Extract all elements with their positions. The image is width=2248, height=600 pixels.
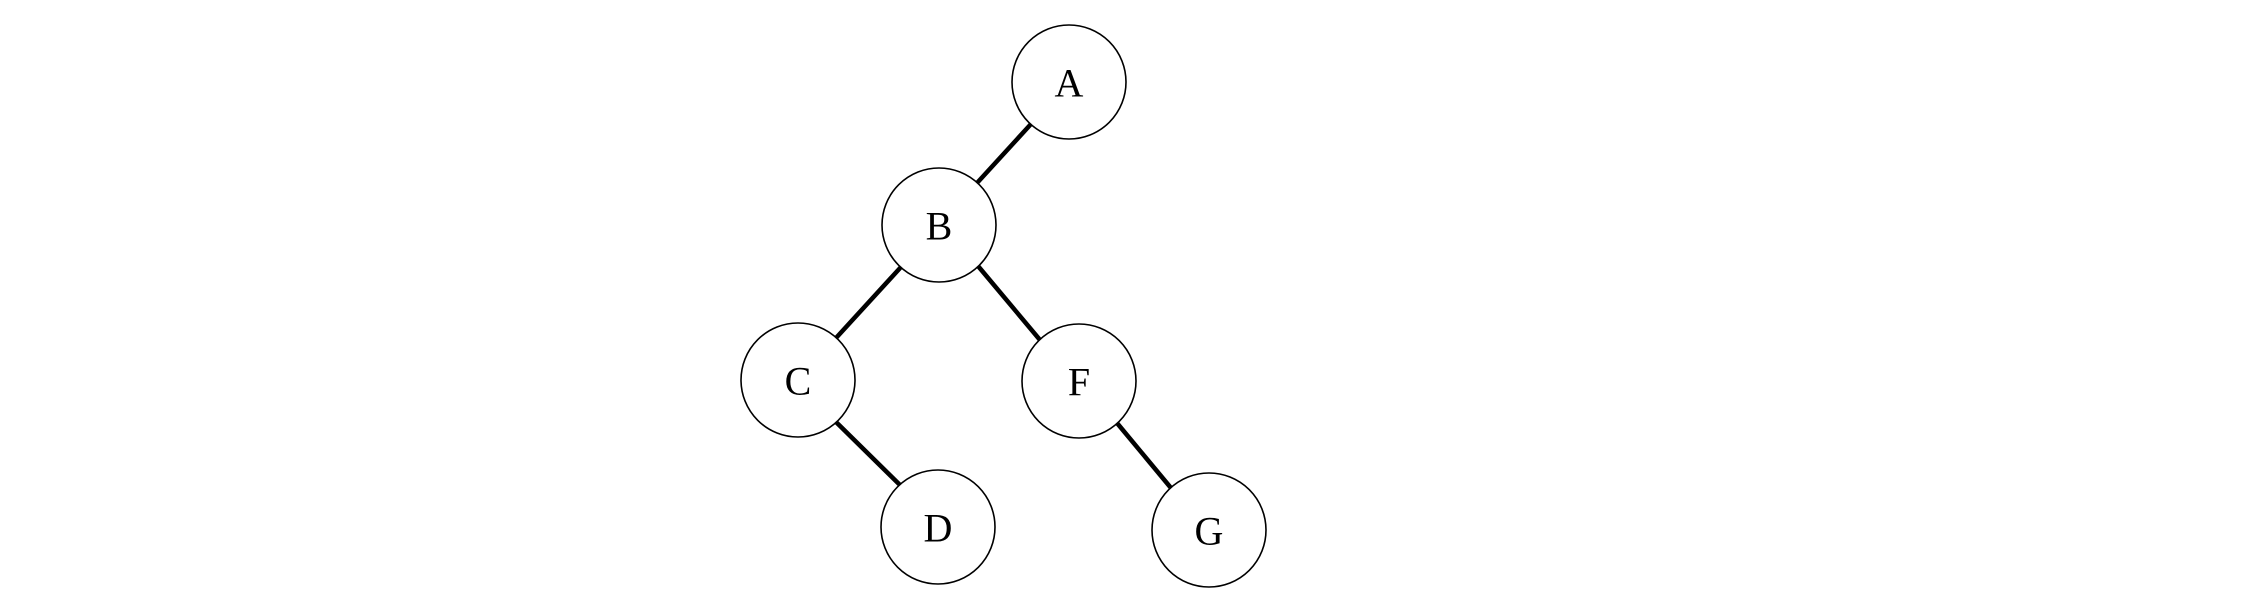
node-circle-b[interactable] <box>881 167 997 283</box>
node-circle-a[interactable] <box>1011 24 1127 140</box>
node-circle-d[interactable] <box>880 469 996 585</box>
graph-node-d[interactable]: D <box>880 469 996 585</box>
edges-layer <box>834 122 1173 490</box>
graph-node-a[interactable]: A <box>1011 24 1127 140</box>
node-circle-f[interactable] <box>1021 323 1137 439</box>
edge-b-f <box>976 264 1042 342</box>
graph-node-f[interactable]: F <box>1021 323 1137 439</box>
edge-a-b <box>975 122 1033 185</box>
graph-node-b[interactable]: B <box>881 167 997 283</box>
edge-f-g <box>1115 421 1173 490</box>
nodes-layer: A B C F D G <box>740 24 1267 588</box>
node-circle-c[interactable] <box>740 322 856 438</box>
node-circle-g[interactable] <box>1151 472 1267 588</box>
graph-node-g[interactable]: G <box>1151 472 1267 588</box>
edge-b-c <box>834 265 903 340</box>
edge-c-d <box>834 420 902 487</box>
graph-node-c[interactable]: C <box>740 322 856 438</box>
